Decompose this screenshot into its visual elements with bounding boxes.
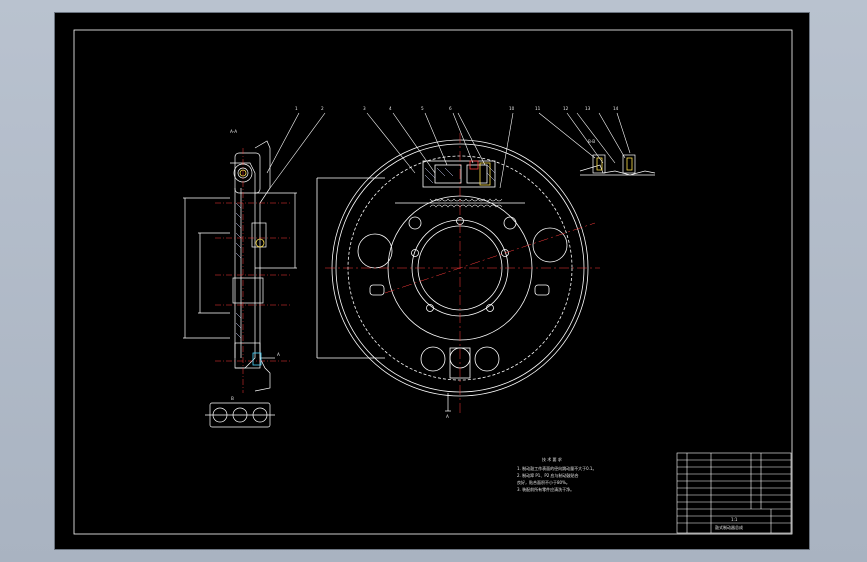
side-section-hatching: [235, 202, 242, 339]
note-line: 良好，贴合面积不小于80%。: [517, 479, 570, 485]
section-arrow-bottom: [445, 393, 451, 412]
leader-number: 12: [563, 106, 569, 111]
leader-number: 10: [509, 106, 515, 111]
detail-label: B-B: [588, 139, 595, 144]
side-section-centerlines: [215, 148, 290, 393]
brake-assembly-drawing: 1 2 3 4 5 6 10 11 12 13 14 A-A B-B B A A…: [73, 29, 793, 535]
leader-number: 11: [535, 106, 541, 111]
front-view-centerlines: [325, 133, 600, 413]
center-label: A: [446, 414, 449, 419]
cad-drawing-viewport[interactable]: 1 2 3 4 5 6 10 11 12 13 14 A-A B-B B A A…: [55, 13, 809, 549]
sheet-border: [73, 29, 793, 535]
drawing-name: 鼓式制动器总成: [715, 524, 743, 530]
front-view-accents: [469, 160, 491, 186]
leader-number: 13: [585, 106, 591, 111]
arrow-label: A: [277, 352, 280, 357]
leader-number: 6: [449, 106, 452, 111]
leader-number: 5: [421, 106, 424, 111]
title-block: [676, 452, 792, 534]
leader-number: 2: [321, 106, 324, 111]
note-line: 1. 制动鼓工作表面的径向跳动量不大于0.1。: [517, 465, 596, 471]
detail-view-accents: [596, 157, 633, 171]
notes-title: 技 术 要 求: [542, 456, 562, 462]
side-section-view: [183, 140, 297, 428]
return-spring-coils: [429, 198, 503, 208]
side-section-accents: [239, 169, 265, 366]
leader-number: 1: [295, 106, 298, 111]
title-block-text: 鼓式制动器总成 1:1: [715, 517, 743, 530]
detail-view: [579, 154, 656, 176]
leader-numbers: 1 2 3 4 5 6 10 11 12 13 14: [295, 106, 619, 111]
leader-number: 14: [613, 106, 619, 111]
note-line: 3. 装配前所有零件应清洗干净。: [517, 486, 574, 492]
view-label: B: [231, 396, 234, 401]
leader-number: 3: [363, 106, 366, 111]
leader-number: 4: [389, 106, 392, 111]
leader-lines: [266, 112, 631, 189]
drawing-scale: 1:1: [731, 517, 738, 522]
technical-notes: 技 术 要 求 1. 制动鼓工作表面的径向跳动量不大于0.1。 2. 制动蹄 P…: [517, 456, 596, 492]
note-line: 2. 制动蹄 P1、P2 应与制动鼓贴合: [517, 472, 579, 478]
section-label: A-A: [230, 129, 237, 134]
front-view-hatching: [424, 164, 496, 184]
